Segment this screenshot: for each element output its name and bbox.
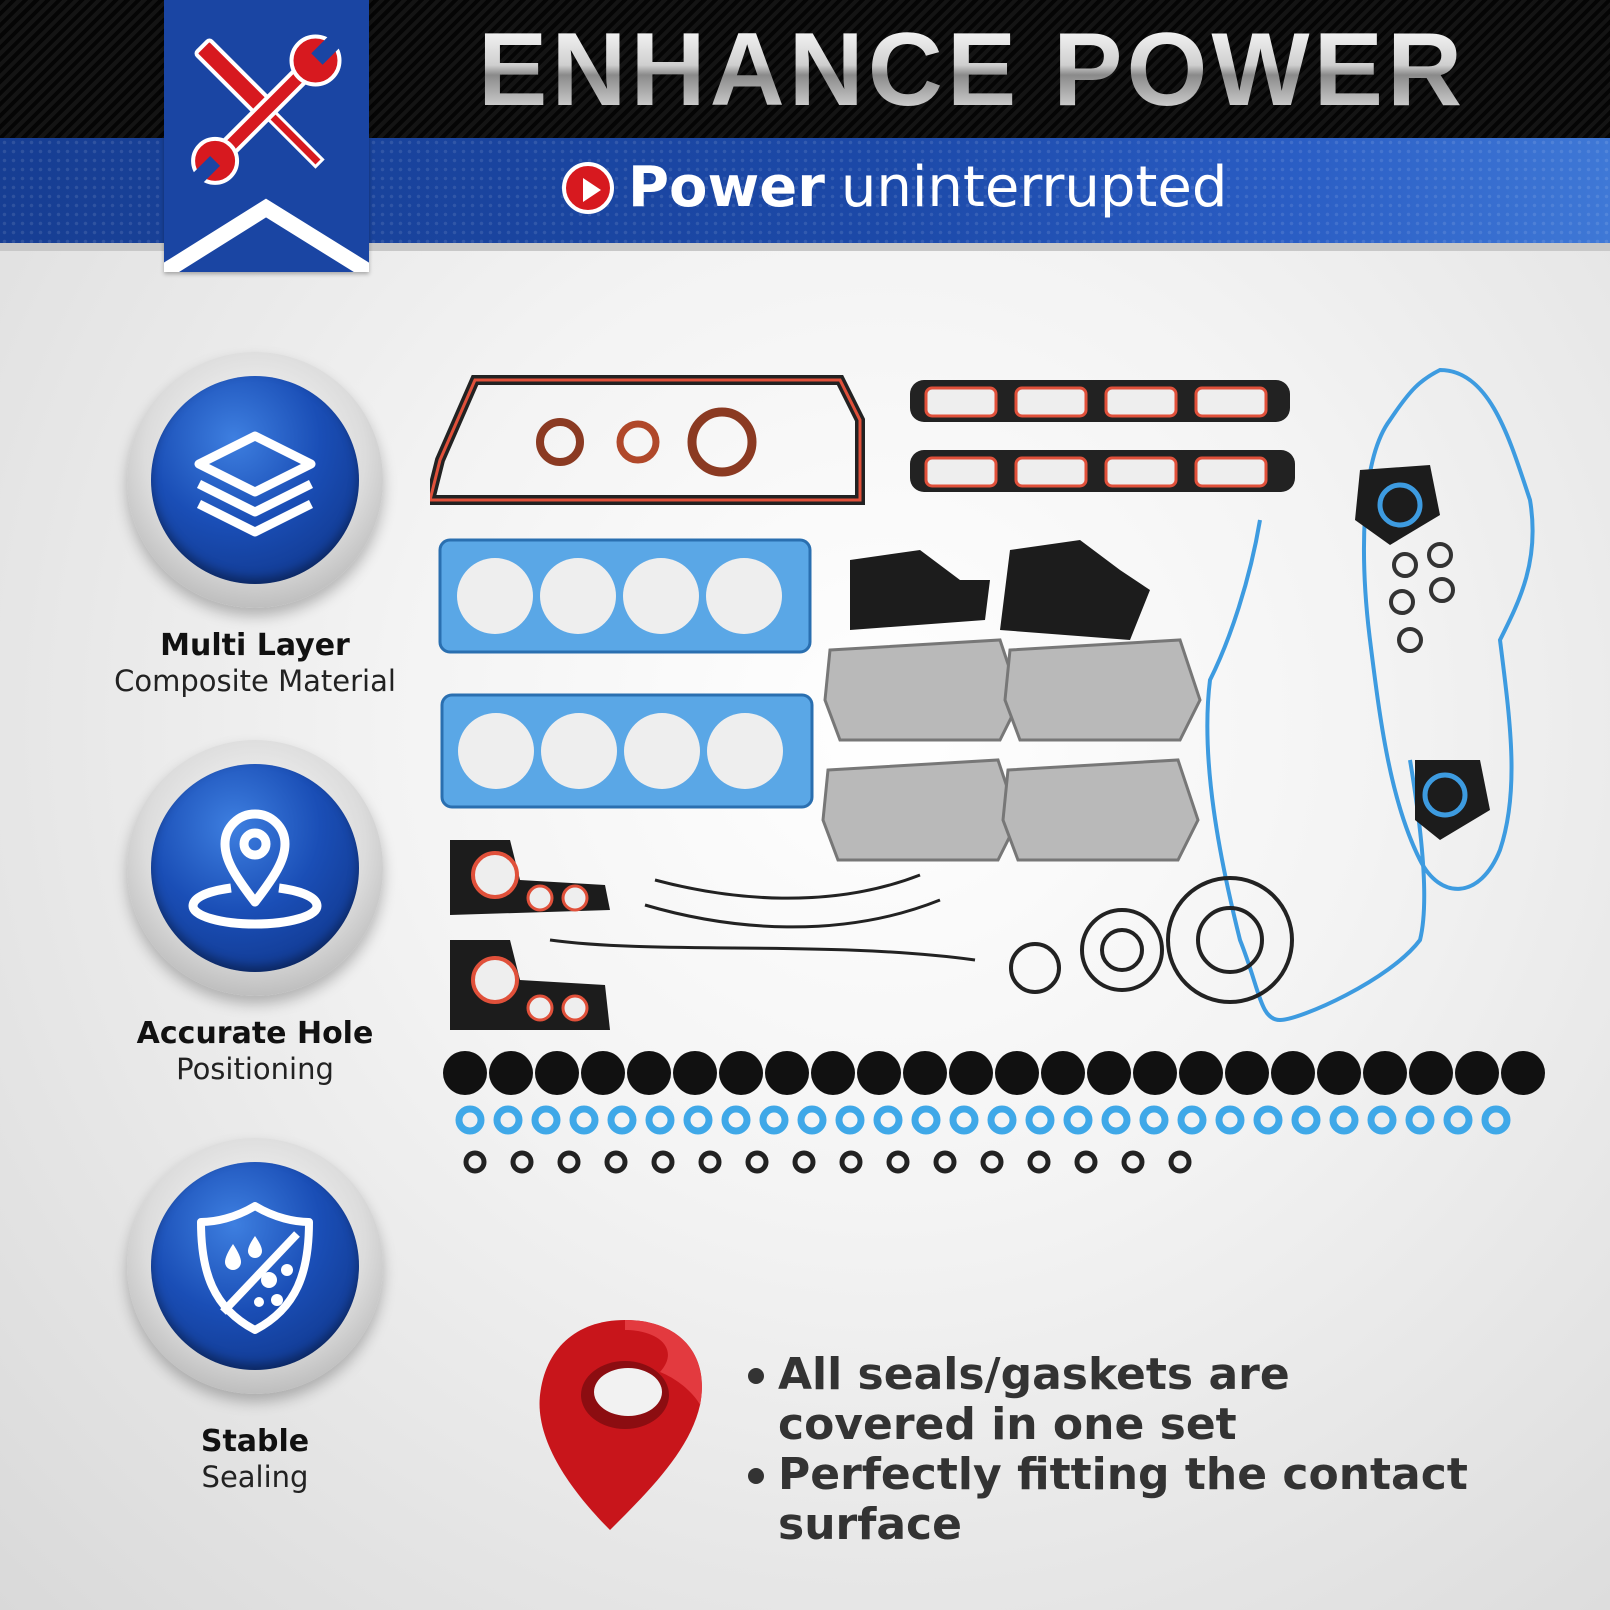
feature-accurate-hole: Accurate Hole Positioning	[100, 740, 410, 1100]
shield-droplets-icon	[197, 1202, 313, 1334]
page-title: ENHANCE POWER	[478, 18, 1558, 122]
oil-cooler-gaskets	[450, 840, 610, 1030]
location-pin-icon	[188, 809, 322, 929]
tagline-rest: uninterrupted	[840, 155, 1228, 220]
feature-subtitle: Positioning	[176, 1052, 334, 1086]
small-seals	[463, 1150, 1192, 1174]
bullet-item: All seals/gaskets are covered in one set	[748, 1350, 1468, 1450]
valley-plates	[850, 540, 1150, 640]
brand-logo	[164, 0, 369, 272]
injector-o-rings	[455, 1105, 1511, 1135]
tagline: Power uninterrupted	[562, 155, 1227, 221]
oil-pan-gasket	[430, 375, 865, 505]
feature-badge	[127, 740, 383, 996]
gasket-set-image	[430, 367, 1545, 1174]
feature-title: Accurate Hole	[136, 1016, 374, 1051]
feature-title: Stable	[200, 1424, 310, 1459]
feature-bullets: All seals/gaskets are covered in one set…	[748, 1350, 1468, 1550]
bullet-item: Perfectly fitting the contact surface	[748, 1450, 1468, 1550]
header-divider	[0, 243, 1610, 251]
feature-stable-sealing: Stable Sealing	[100, 1138, 410, 1498]
o-rings	[1009, 876, 1294, 1004]
feature-badge	[127, 352, 383, 608]
layers-icon	[194, 431, 316, 537]
exhaust-gaskets	[821, 638, 1202, 862]
feature-subtitle: Sealing	[201, 1460, 309, 1494]
timing-cover-seals	[549, 873, 976, 962]
tagline-bold: Power	[628, 155, 825, 220]
feature-badge	[127, 1138, 383, 1394]
intake-gaskets	[910, 380, 1295, 492]
feature-subtitle: Composite Material	[114, 664, 396, 698]
wrench-screwdriver-icon	[164, 34, 369, 272]
feature-multi-layer: Multi Layer Composite Material	[100, 352, 410, 712]
water-pump-gaskets	[1355, 465, 1490, 840]
feature-title: Multi Layer	[160, 628, 350, 663]
red-gasket-pin-icon	[539, 1320, 702, 1530]
valve-stem-seals	[443, 1051, 1545, 1095]
head-gaskets	[438, 538, 814, 809]
play-icon	[562, 162, 614, 214]
